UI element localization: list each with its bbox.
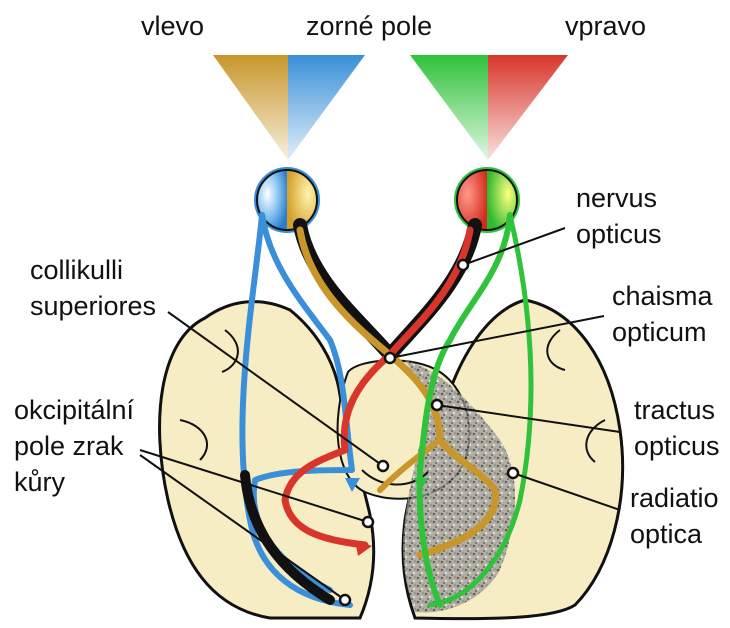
label-okcipitalni-1: okcipitální	[14, 392, 134, 428]
label-left-field: vlevo	[141, 8, 204, 44]
label-chaisma-opticum-1: chaisma	[612, 278, 713, 314]
label-okcipitalni-2: pole zrak	[14, 428, 124, 464]
right-field-outer-cone	[488, 55, 568, 160]
label-radiatio-optica-2: optica	[630, 516, 702, 552]
label-visual-field: zorné pole	[306, 8, 432, 44]
right-field-inner-cone	[410, 55, 488, 160]
right-visual-field	[410, 55, 568, 160]
label-tractus-opticus-1: tractus	[634, 392, 715, 428]
label-collikulli-1: collikulli	[30, 252, 123, 288]
label-chaisma-opticum-2: opticum	[612, 314, 707, 350]
label-nervus-opticus-2: opticus	[576, 216, 662, 252]
label-okcipitalni-3: kůry	[14, 464, 65, 500]
label-nervus-opticus-1: nervus	[576, 180, 657, 216]
label-right-field: vpravo	[565, 8, 646, 44]
left-visual-field	[213, 55, 365, 160]
left-field-outer-cone	[213, 55, 288, 160]
label-tractus-opticus-2: opticus	[634, 428, 720, 464]
label-collikulli-2: superiores	[30, 288, 156, 324]
left-field-inner-cone	[288, 55, 365, 160]
label-radiatio-optica-1: radiatio	[630, 480, 719, 516]
